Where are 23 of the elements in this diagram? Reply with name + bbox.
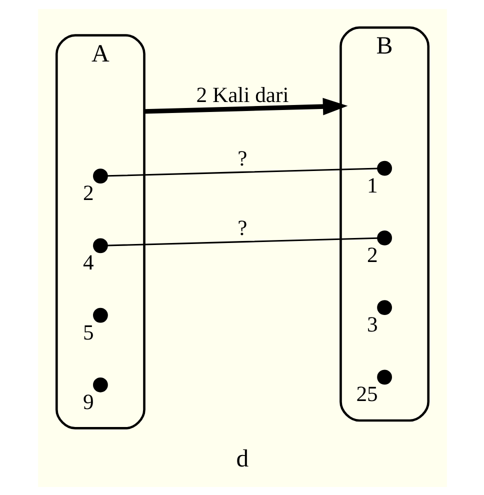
node-circle: [376, 160, 392, 176]
arrow: [144, 97, 348, 115]
node-label: 3: [366, 312, 378, 336]
node-label: 5: [82, 320, 94, 344]
node-circle: [376, 369, 392, 384]
node-label: 4: [82, 250, 94, 274]
edge-label: ?: [237, 146, 247, 170]
node-circle: [376, 300, 392, 315]
edge-label: 2 Kali dari: [196, 82, 288, 107]
edge-label: ?: [237, 216, 247, 240]
node-label: 2: [366, 242, 378, 266]
connector: [106, 167, 378, 176]
caption: d: [236, 445, 248, 472]
node-label: 2: [82, 180, 94, 205]
node-circle: [92, 376, 108, 392]
connector: [106, 236, 378, 246]
node-label: 9: [82, 389, 94, 414]
node-circle: [376, 230, 392, 245]
node-circle: [92, 238, 108, 253]
node-circle: [92, 168, 108, 184]
node-label: 1: [366, 172, 378, 197]
node-label: 25: [356, 382, 378, 406]
node-circle: [92, 307, 108, 322]
